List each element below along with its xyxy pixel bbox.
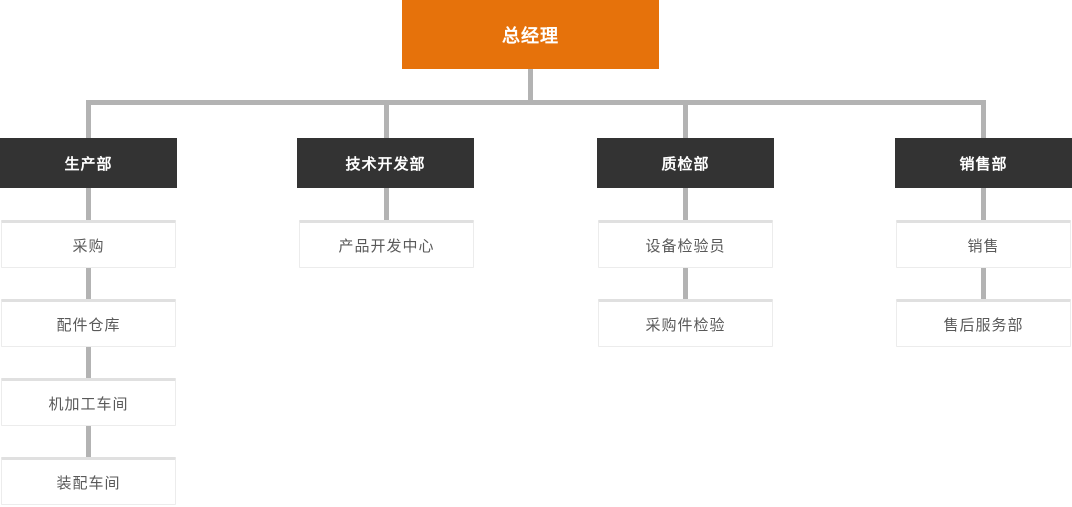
child-procurement[interactable]: 采购 xyxy=(1,220,176,268)
connector-col1-seg2 xyxy=(86,267,91,301)
connector-col2-drop xyxy=(384,100,389,140)
connector-col4-seg1 xyxy=(981,187,986,222)
connector-col1-seg3 xyxy=(86,346,91,380)
child-product-dev-center[interactable]: 产品开发中心 xyxy=(299,220,474,268)
dept-production[interactable]: 生产部 xyxy=(0,138,177,188)
dept-quality-inspection[interactable]: 质检部 xyxy=(597,138,774,188)
node-general-manager[interactable]: 总经理 xyxy=(402,0,659,69)
child-parts-warehouse[interactable]: 配件仓库 xyxy=(1,299,176,347)
connector-col1-seg4 xyxy=(86,425,91,459)
connector-horizontal-rail xyxy=(86,100,986,105)
child-after-sales-service[interactable]: 售后服务部 xyxy=(896,299,1071,347)
connector-col2-seg1 xyxy=(384,187,389,222)
child-assembly-workshop[interactable]: 装配车间 xyxy=(1,457,176,505)
child-sales[interactable]: 销售 xyxy=(896,220,1071,268)
connector-col4-seg2 xyxy=(981,267,986,301)
connector-col3-seg2 xyxy=(683,267,688,301)
dept-tech-development[interactable]: 技术开发部 xyxy=(297,138,474,188)
connector-root-stem xyxy=(528,69,533,103)
child-equipment-inspector[interactable]: 设备检验员 xyxy=(598,220,773,268)
dept-sales[interactable]: 销售部 xyxy=(895,138,1072,188)
connector-col1-drop xyxy=(86,100,91,140)
connector-col1-seg1 xyxy=(86,187,91,222)
child-purchased-parts-inspection[interactable]: 采购件检验 xyxy=(598,299,773,347)
connector-col4-drop xyxy=(981,100,986,140)
child-machining-workshop[interactable]: 机加工车间 xyxy=(1,378,176,426)
connector-col3-drop xyxy=(683,100,688,140)
connector-col3-seg1 xyxy=(683,187,688,222)
